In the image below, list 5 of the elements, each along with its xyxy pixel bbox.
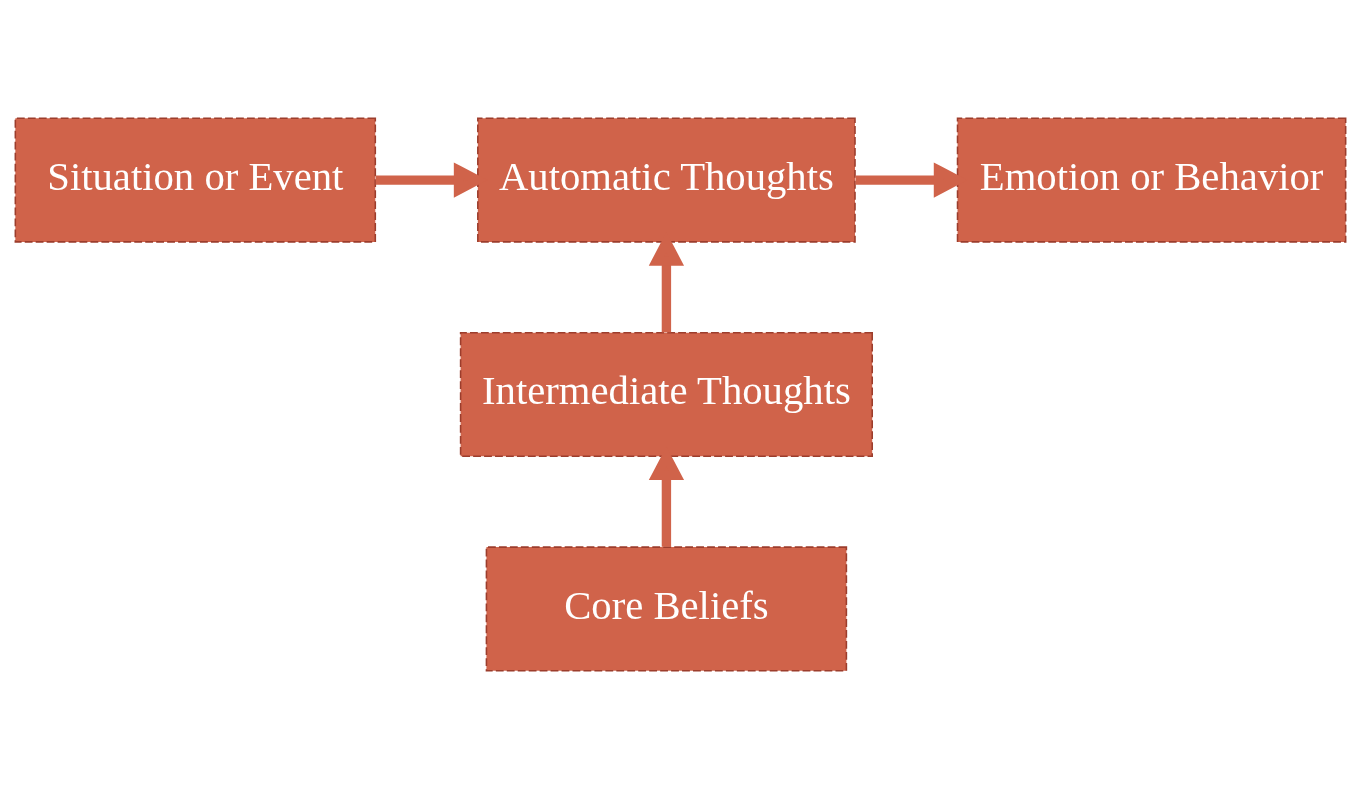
- node-box: Automatic Thoughts: [477, 117, 856, 243]
- node-box: Core Beliefs: [485, 546, 848, 672]
- node-box: Situation or Event: [14, 117, 377, 243]
- node-box: Intermediate Thoughts: [459, 331, 873, 458]
- node-box: Emotion or Behavior: [956, 117, 1347, 243]
